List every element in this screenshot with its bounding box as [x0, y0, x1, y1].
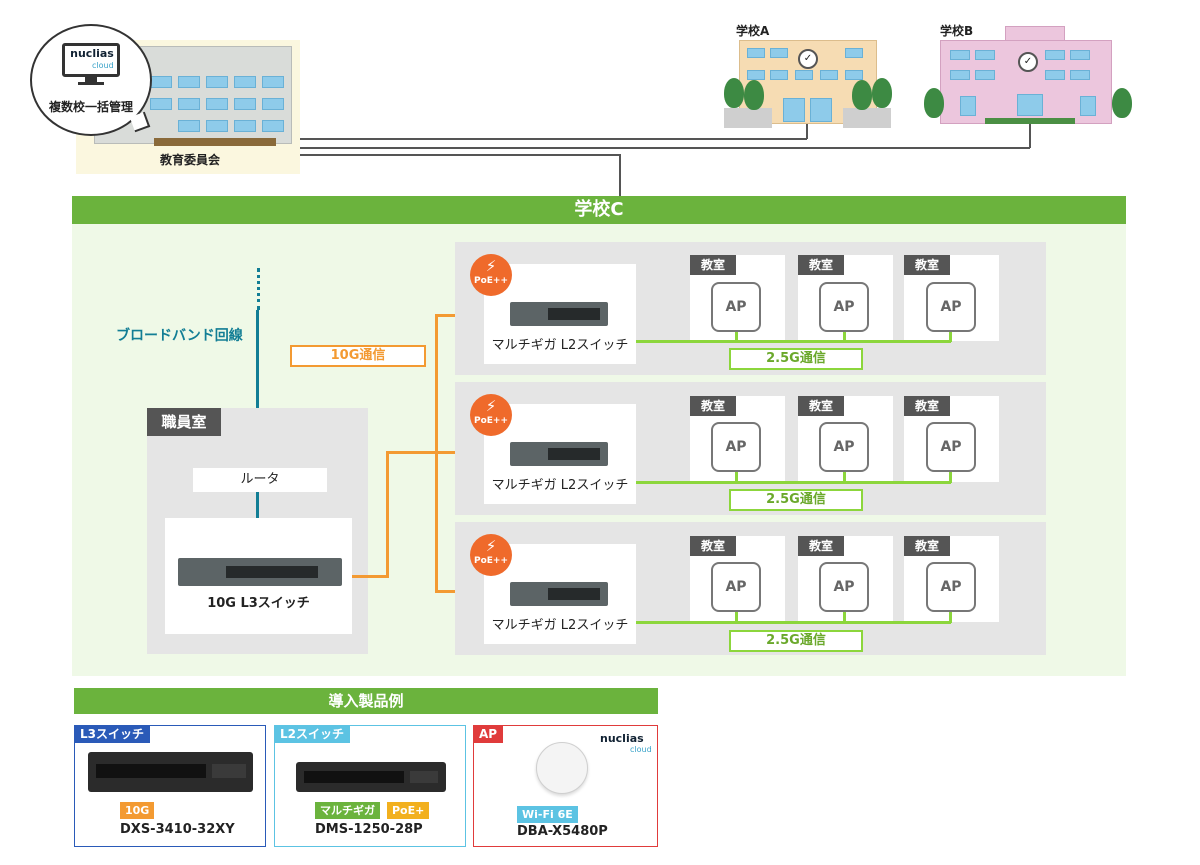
product-category-l2: L2スイッチ — [274, 725, 350, 743]
tree-icon — [924, 88, 944, 118]
link-25g-label: 2.5G通信 — [729, 348, 863, 370]
poe-badge: ⚡PoE++ — [470, 534, 512, 576]
bolt-icon: ⚡ — [485, 397, 497, 415]
poe-badge: ⚡PoE++ — [470, 394, 512, 436]
product-category-l3: L3スイッチ — [74, 725, 150, 743]
room-tag: 教室 — [904, 255, 950, 275]
nuclias-logo-sub: cloud — [92, 61, 114, 70]
school-a-label: 学校A — [736, 24, 770, 38]
tree-icon — [852, 80, 872, 110]
link-25g-line — [636, 621, 951, 624]
product-model: DXS-3410-32XY — [120, 822, 235, 837]
link-25g-line — [636, 340, 951, 343]
broadband-line — [256, 310, 259, 470]
ap-icon: AP — [926, 422, 976, 472]
l3-switch-label: 10G L3スイッチ — [207, 596, 310, 611]
product-model: DMS-1250-28P — [315, 822, 423, 837]
l2-switch-label: マルチギガ L2スイッチ — [491, 338, 629, 353]
board-label: 教育委員会 — [159, 153, 220, 167]
ap-icon: AP — [819, 282, 869, 332]
link-25g-label: 2.5G通信 — [729, 489, 863, 511]
school-b-label: 学校B — [940, 24, 974, 38]
tree-icon — [724, 78, 744, 108]
nuclias-logo-sub: cloud — [630, 745, 652, 754]
products-title: 導入製品例 — [74, 688, 658, 714]
broadband-label: ブロードバンド回線 — [116, 328, 243, 344]
product-tag: PoE+ — [387, 802, 430, 819]
link-25g-label: 2.5G通信 — [729, 630, 863, 652]
router: ルータ — [193, 468, 327, 492]
room-tag: 教室 — [798, 255, 844, 275]
ap-icon: AP — [819, 562, 869, 612]
ap-icon: AP — [926, 562, 976, 612]
l2-switch-icon — [510, 582, 608, 606]
poe-badge: ⚡PoE++ — [470, 254, 512, 296]
school-a-clock-icon: ✓ — [798, 49, 818, 69]
product-tag: 10G — [120, 802, 155, 819]
school-b-clock-icon: ✓ — [1018, 52, 1038, 72]
monitor-icon — [62, 43, 120, 77]
ap-icon: AP — [711, 282, 761, 332]
wan-line-c — [300, 154, 620, 156]
room-tag: 教室 — [798, 536, 844, 556]
link-25g-line — [636, 481, 951, 484]
bolt-icon: ⚡ — [485, 257, 497, 275]
l2-switch-label: マルチギガ L2スイッチ — [491, 618, 629, 633]
nuclias-logo: nuclias — [600, 732, 644, 745]
l2-switch-icon — [510, 442, 608, 466]
room-tag: 教室 — [690, 396, 736, 416]
ap-icon: AP — [926, 282, 976, 332]
product-category-ap: AP — [473, 725, 504, 743]
tree-icon — [744, 80, 764, 110]
ap-icon: AP — [711, 422, 761, 472]
office-label: 職員室 — [147, 408, 221, 436]
school-c-title: 学校C — [72, 196, 1126, 224]
wan-line-b — [300, 147, 1030, 149]
ap-icon: AP — [819, 422, 869, 472]
room-tag: 教室 — [904, 396, 950, 416]
access-point-product-image — [536, 742, 588, 794]
l2-switch-icon — [510, 302, 608, 326]
l3-switch-icon — [178, 558, 342, 586]
bolt-icon: ⚡ — [485, 537, 497, 555]
product-model: DBA-X5480P — [517, 824, 608, 839]
room-tag: 教室 — [690, 255, 736, 275]
nuclias-logo: nuclias — [70, 47, 114, 60]
product-tag: Wi-Fi 6E — [517, 806, 578, 823]
l2-switch-product-image — [296, 762, 446, 792]
broadband-dotted-line — [257, 268, 260, 310]
link-10g-label: 10G通信 — [290, 345, 426, 367]
tree-icon — [872, 78, 892, 108]
ap-icon: AP — [711, 562, 761, 612]
room-tag: 教室 — [690, 536, 736, 556]
room-tag: 教室 — [798, 396, 844, 416]
link-10g-line — [352, 575, 388, 578]
wan-line-a — [300, 138, 807, 140]
tree-icon — [1112, 88, 1132, 118]
room-tag: 教室 — [904, 536, 950, 556]
product-tag: マルチギガ — [315, 802, 380, 819]
l2-switch-label: マルチギガ L2スイッチ — [491, 478, 629, 493]
l3-switch-product-image — [88, 752, 253, 792]
bubble-caption: 複数校一括管理 — [48, 100, 133, 114]
